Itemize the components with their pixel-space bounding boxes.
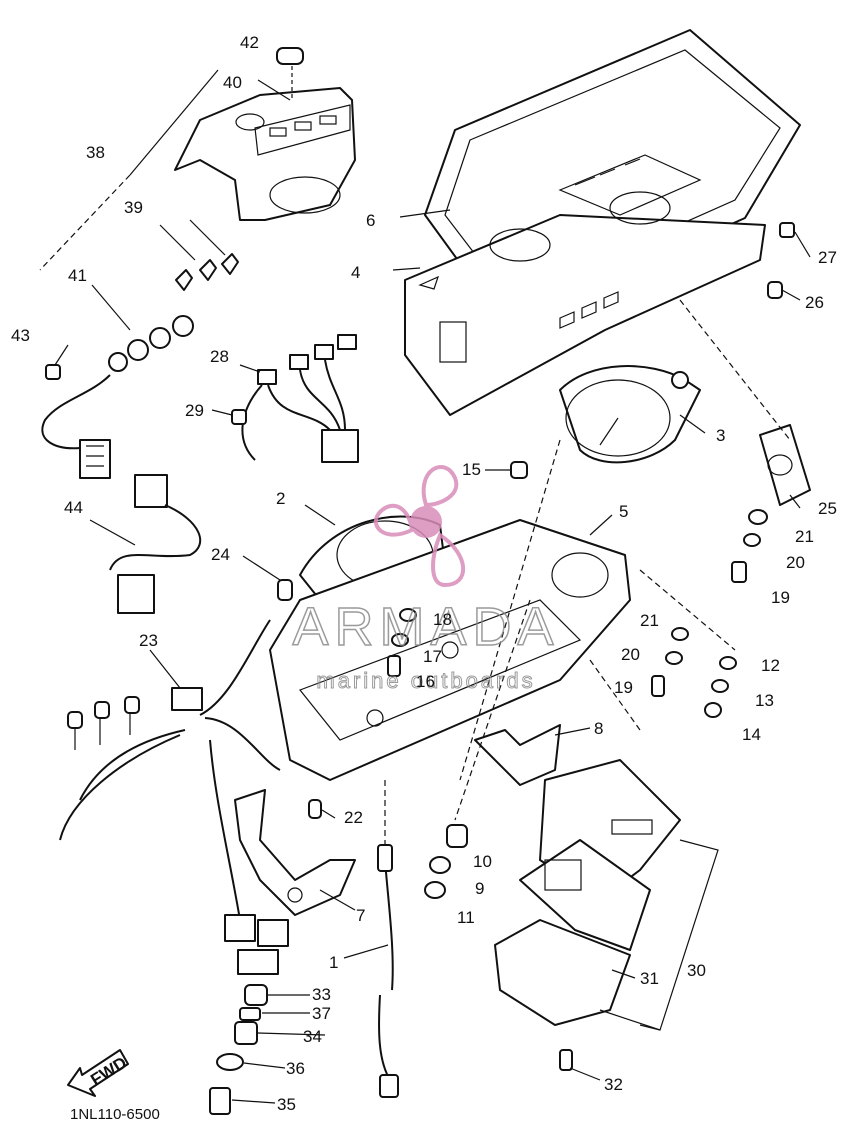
part-20-washer-lower — [665, 651, 683, 665]
callout-32: 32 — [604, 1075, 623, 1094]
callout-40: 40 — [223, 73, 242, 92]
part-18-grommet — [399, 608, 417, 622]
callout-24: 24 — [211, 545, 230, 564]
callout-43: 43 — [11, 326, 30, 345]
callout-30: 30 — [687, 961, 706, 980]
part-35-bolt — [209, 1087, 231, 1115]
callout-41: 41 — [68, 266, 87, 285]
callout-38: 38 — [86, 143, 105, 162]
part-41-socket-harness — [41, 315, 194, 479]
callout-9: 9 — [475, 879, 484, 898]
callout-14: 14 — [742, 725, 761, 744]
callout-37: 37 — [312, 1004, 331, 1023]
callout-11: 11 — [457, 908, 475, 927]
part-17-washer — [391, 633, 409, 647]
part-3-tachometer — [559, 365, 701, 464]
part-40-indicator-housing — [174, 87, 356, 221]
callout-27: 27 — [818, 248, 837, 267]
callout-19-lower: 19 — [614, 678, 633, 697]
callout-18: 18 — [433, 610, 452, 629]
part-7-bracket — [234, 789, 356, 916]
callout-1: 1 — [329, 953, 338, 972]
part-21-grommet-upper — [748, 509, 768, 525]
part-20-washer-upper — [743, 533, 761, 547]
callout-13: 13 — [755, 691, 774, 710]
callout-33: 33 — [312, 985, 331, 1004]
callout-23: 23 — [139, 631, 158, 650]
part-13-washer — [711, 679, 729, 693]
part-39-bulbs — [175, 253, 239, 291]
part-16-screw — [387, 655, 401, 677]
callout-labels: 1 2 3 4 5 6 7 8 9 10 11 12 13 14 15 16 1… — [11, 33, 837, 1114]
callout-21-lower: 21 — [640, 611, 659, 630]
watermark: ARMADA marine outboards — [292, 465, 559, 694]
part-21-grommet-lower — [671, 627, 689, 641]
part-5-meter-case — [269, 519, 631, 781]
callout-29: 29 — [185, 401, 204, 420]
callout-4: 4 — [351, 263, 360, 282]
part-19-screw-upper — [731, 561, 747, 583]
part-12-nut — [719, 656, 737, 670]
callout-12: 12 — [761, 656, 780, 675]
callout-16: 16 — [416, 672, 435, 691]
callout-8: 8 — [594, 719, 603, 738]
callout-39: 39 — [124, 198, 143, 217]
callout-36: 36 — [286, 1059, 305, 1078]
callout-15: 15 — [462, 460, 481, 479]
callout-21-upper: 21 — [795, 527, 814, 546]
part-11-grommet — [424, 881, 446, 899]
callout-28: 28 — [210, 347, 229, 366]
callout-6: 6 — [366, 211, 375, 230]
part-37-collar — [239, 1007, 261, 1021]
part-27-screw — [779, 222, 795, 238]
part-33-grommet — [244, 984, 268, 1006]
callout-34: 34 — [303, 1027, 322, 1046]
callout-44: 44 — [64, 498, 83, 517]
leader-lines — [39, 69, 811, 1104]
part-30-indicator-unit — [494, 759, 681, 1026]
part-44-sub-harness — [109, 474, 202, 614]
part-14-nut — [704, 702, 722, 718]
callout-10: 10 — [473, 852, 492, 871]
callout-25: 25 — [818, 499, 837, 518]
part-15-grommet — [510, 461, 528, 479]
part-25-switch — [759, 424, 811, 506]
part-9-collar — [429, 856, 451, 874]
callout-19-upper: 19 — [771, 588, 790, 607]
part-10-bushing — [446, 824, 468, 848]
part-26-grommet — [767, 281, 783, 299]
watermark-name: ARMADA — [292, 597, 559, 657]
part-32-screw — [559, 1049, 573, 1071]
callout-35: 35 — [277, 1095, 296, 1114]
part-4-meter-panel — [404, 191, 766, 416]
watermark-tagline: marine outboards — [316, 668, 535, 693]
part-23-main-harness — [59, 619, 289, 975]
part-24-bulb — [277, 579, 293, 601]
part-1-speedometer-cable — [377, 844, 399, 1098]
part-8-bracket — [474, 724, 561, 786]
callout-31: 31 — [640, 969, 659, 988]
watermark-logo-icon — [373, 465, 466, 588]
part-43-screw — [45, 364, 61, 380]
part-28-bulb-sockets — [241, 334, 359, 463]
part-34-bushing — [234, 1021, 258, 1045]
part-36-washer — [216, 1053, 244, 1071]
fwd-arrow-icon: FWD — [67, 1049, 130, 1097]
callout-7: 7 — [356, 906, 365, 925]
callout-42: 42 — [240, 33, 259, 52]
callout-2: 2 — [276, 489, 285, 508]
callout-20-lower: 20 — [621, 645, 640, 664]
callout-3: 3 — [716, 426, 725, 445]
part-29-screw — [231, 409, 247, 425]
callout-5: 5 — [619, 502, 628, 521]
callout-17: 17 — [423, 647, 442, 666]
callout-22: 22 — [344, 808, 363, 827]
callout-26: 26 — [805, 293, 824, 312]
part-22-bulb — [308, 799, 322, 819]
diagram-code: 1NL110-6500 — [70, 1106, 160, 1123]
part-42-lens-cap — [276, 47, 304, 100]
part-19-screw-lower — [651, 675, 665, 697]
callout-20-upper: 20 — [786, 553, 805, 572]
